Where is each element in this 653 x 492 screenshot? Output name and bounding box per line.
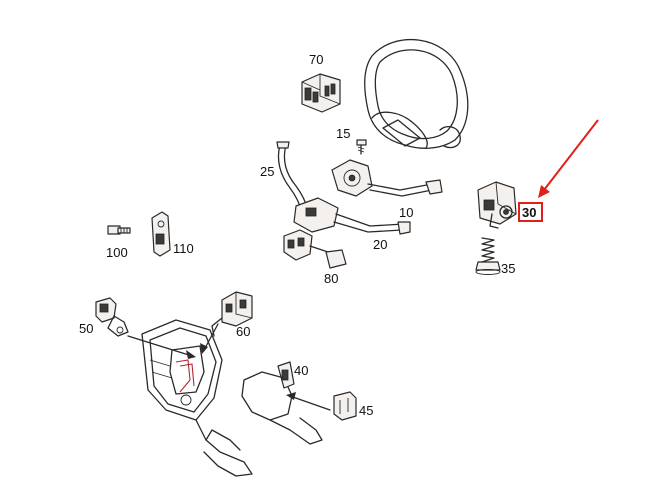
part-70-connector — [301, 73, 341, 113]
part-25-cable — [276, 141, 309, 213]
part-100-bolt — [107, 225, 131, 235]
part-35-spring-screw — [475, 237, 501, 275]
callout-100: 100 — [106, 245, 128, 260]
callout-30: 30 — [522, 205, 536, 220]
part-40-switch — [241, 361, 323, 445]
highlight-box-30 — [518, 202, 543, 222]
callout-15: 15 — [336, 126, 350, 141]
pointer-arrows-pedal — [127, 323, 219, 359]
callout-40: 40 — [294, 363, 308, 378]
part-15-screw — [356, 139, 367, 155]
callout-60: 60 — [236, 324, 250, 339]
part-50-switch — [95, 297, 129, 337]
part-45-clip — [286, 391, 357, 421]
callout-50: 50 — [79, 321, 93, 336]
callout-35: 35 — [501, 261, 515, 276]
callout-70: 70 — [309, 52, 323, 67]
part-10-combination-switch — [331, 159, 443, 197]
callout-80: 80 — [324, 271, 338, 286]
steering-wheel — [364, 38, 469, 149]
callout-20: 20 — [373, 237, 387, 252]
pedal-assembly — [141, 319, 253, 477]
part-110-bracket — [151, 211, 171, 257]
part-60-connector — [211, 291, 253, 337]
callout-10: 10 — [399, 205, 413, 220]
callout-45: 45 — [359, 403, 373, 418]
part-30-switch — [477, 181, 517, 229]
highlight-arrow — [538, 119, 599, 198]
part-20-stalk-switch — [293, 197, 411, 235]
part-80-switch — [283, 229, 347, 269]
callout-110: 110 — [173, 241, 194, 256]
callout-25: 25 — [260, 164, 274, 179]
